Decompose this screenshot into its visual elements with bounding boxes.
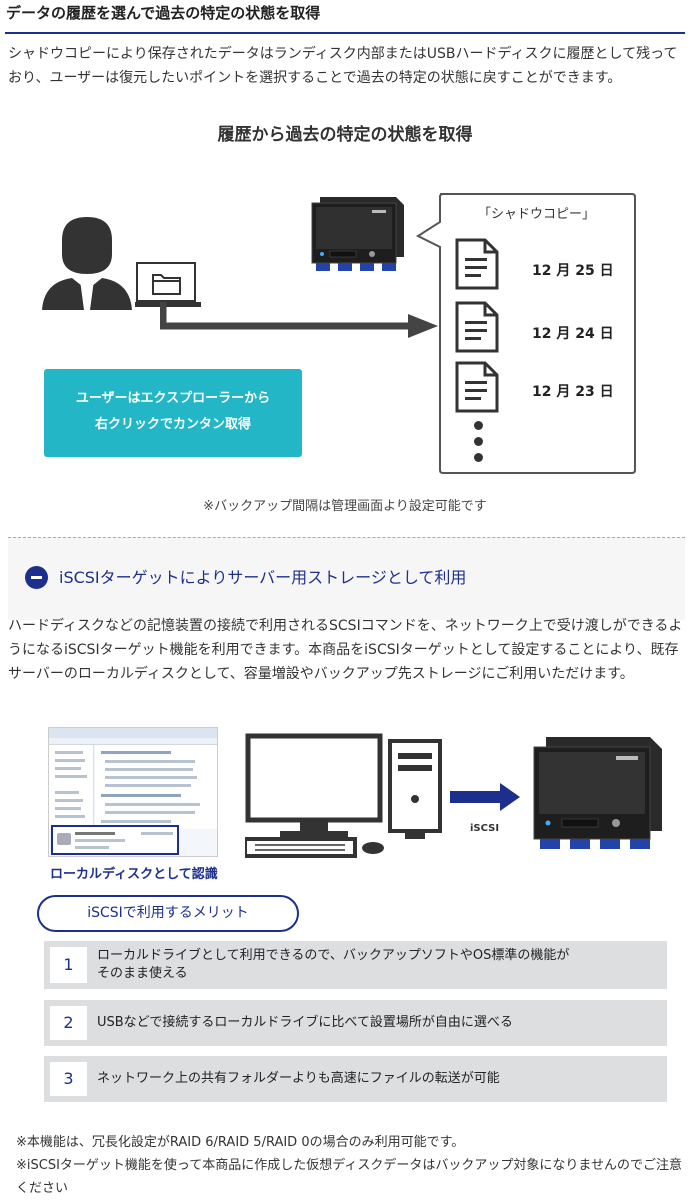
arrow-connector — [160, 302, 438, 338]
section-heading-iscsi: iSCSIターゲットによりサーバー用ストレージとして利用 — [8, 537, 685, 620]
ellipsis-dot — [474, 421, 483, 430]
benefit-text-line1: ローカルドライブとして利用できるので、バックアップソフトやOS標準の機能が — [97, 948, 570, 963]
backup-interval-note: ※バックアップ間隔は管理画面より設定可能です — [203, 499, 487, 514]
benefit-item: 2 USBなどで接続するローカルドライブに比べて設置場所が自由に選べる — [44, 1000, 667, 1046]
section-heading-iscsi-text: iSCSIターゲットによりサーバー用ストレージとして利用 — [59, 568, 467, 587]
section-heading-history: データの履歴を選んで過去の特定の状態を取得 — [5, 0, 685, 34]
date-label: 12 月 23 日 — [532, 384, 614, 400]
benefit-number: 1 — [50, 947, 87, 983]
iscsi-description: ハードディスクなどの記憶装置の接続で利用されるSCSIコマンドを、ネットワーク上… — [8, 618, 683, 682]
nas-device-image — [311, 197, 404, 271]
benefit-text: ネットワーク上の共有フォルダーよりも高速にファイルの転送が可能 — [97, 1071, 500, 1086]
minus-circle-icon — [25, 566, 48, 589]
benefit-number: 3 — [50, 1062, 87, 1096]
benefit-item: 1 ローカルドライブとして利用できるので、バックアップソフトやOS標準の機能が … — [44, 941, 667, 989]
explorer-restore-callout: ユーザーはエクスプローラーから 右クリックでカンタン取得 — [44, 369, 302, 457]
ellipsis-dot — [474, 437, 483, 446]
history-description: シャドウコピーにより保存されたデータはランディスク内部またはUSBハードディスク… — [8, 46, 678, 86]
benefit-item: 3 ネットワーク上の共有フォルダーよりも高速にファイルの転送が可能 — [44, 1056, 667, 1102]
date-label: 12 月 24 日 — [532, 326, 614, 342]
user-icon — [42, 217, 132, 310]
backup-exclusion-note: ※iSCSIターゲット機能を使って本商品に作成した仮想ディスクデータはバックアッ… — [16, 1158, 682, 1196]
benefit-text-line2: そのまま使える — [97, 966, 188, 981]
document-icon — [455, 238, 499, 290]
iscsi-notes: ※本機能は、冗長化設定がRAID 6/RAID 5/RAID 0の場合のみ利用可… — [16, 1131, 686, 1200]
benefit-text: ローカルドライブとして利用できるので、バックアップソフトやOS標準の機能が その… — [97, 947, 569, 983]
document-icon — [455, 301, 499, 353]
figure-title-history: 履歴から過去の特定の状態を取得 — [217, 125, 473, 145]
iscsi-benefits-title: iSCSIで利用するメリット — [37, 895, 299, 932]
local-disk-caption: ローカルディスクとして認識 — [50, 867, 218, 882]
document-icon — [455, 361, 499, 413]
date-label: 12 月 25 日 — [532, 263, 614, 279]
benefit-text: USBなどで接続するローカルドライブに比べて設置場所が自由に選べる — [97, 1015, 513, 1030]
bubble-label: 「シャドウコピー」 — [477, 207, 595, 222]
nas-device-image — [533, 737, 662, 849]
benefit-number: 2 — [50, 1006, 87, 1040]
iscsi-connection-label: iSCSI — [470, 823, 500, 834]
raid-note: ※本機能は、冗長化設定がRAID 6/RAID 5/RAID 0の場合のみ利用可… — [16, 1135, 465, 1150]
callout-line-1: ユーザーはエクスプローラーから — [75, 391, 271, 406]
ellipsis-dot — [474, 453, 483, 462]
server-pc-icon — [245, 733, 442, 858]
explorer-screenshot — [48, 727, 218, 857]
callout-line-2: 右クリックでカンタン取得 — [94, 417, 251, 432]
iscsi-arrow — [450, 783, 520, 811]
laptop-folder-icon — [135, 262, 201, 307]
